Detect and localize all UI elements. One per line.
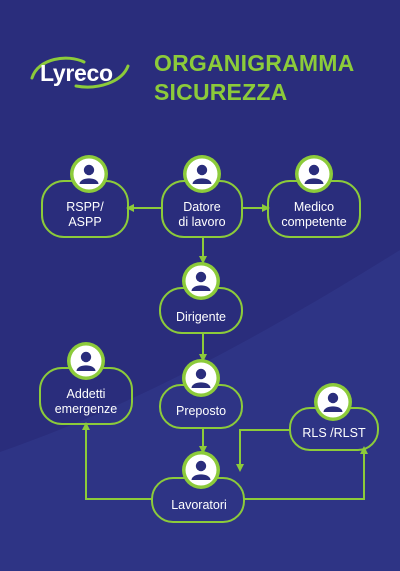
title-line-2: SICUREZZA: [154, 79, 288, 105]
node-medico-label: Medico competente: [281, 200, 347, 229]
page-title: ORGANIGRAMMA SICUREZZA: [154, 49, 354, 107]
node-datore-label: Datore di lavoro: [178, 200, 226, 229]
lyreco-logo: [30, 56, 130, 89]
person-icon: [67, 342, 105, 380]
connector-lavoratori-rls: [244, 446, 368, 500]
node-lavoratori-label: Lavoratori: [171, 498, 227, 512]
node-rls-label: RLS /RLST: [302, 426, 366, 440]
connector-lavoratori-addetti: [82, 422, 152, 500]
person-icon: [182, 262, 220, 300]
node-preposto-label: Preposto: [175, 404, 227, 418]
logo-text: Lyreco: [40, 60, 113, 86]
person-icon: [182, 359, 220, 397]
person-icon: [314, 383, 352, 421]
node-addetti-label: Addetti emergenze: [54, 387, 118, 416]
node-rspp-label: RSPP/ ASPP: [66, 200, 104, 229]
person-icon: [183, 155, 221, 193]
node-dirigente-label: Dirigente: [175, 310, 227, 324]
person-icon: [295, 155, 333, 193]
person-icon: [182, 451, 220, 489]
connector-rls-lavoratori: [236, 429, 290, 472]
title-line-1: ORGANIGRAMMA: [154, 50, 355, 76]
person-icon: [70, 155, 108, 193]
